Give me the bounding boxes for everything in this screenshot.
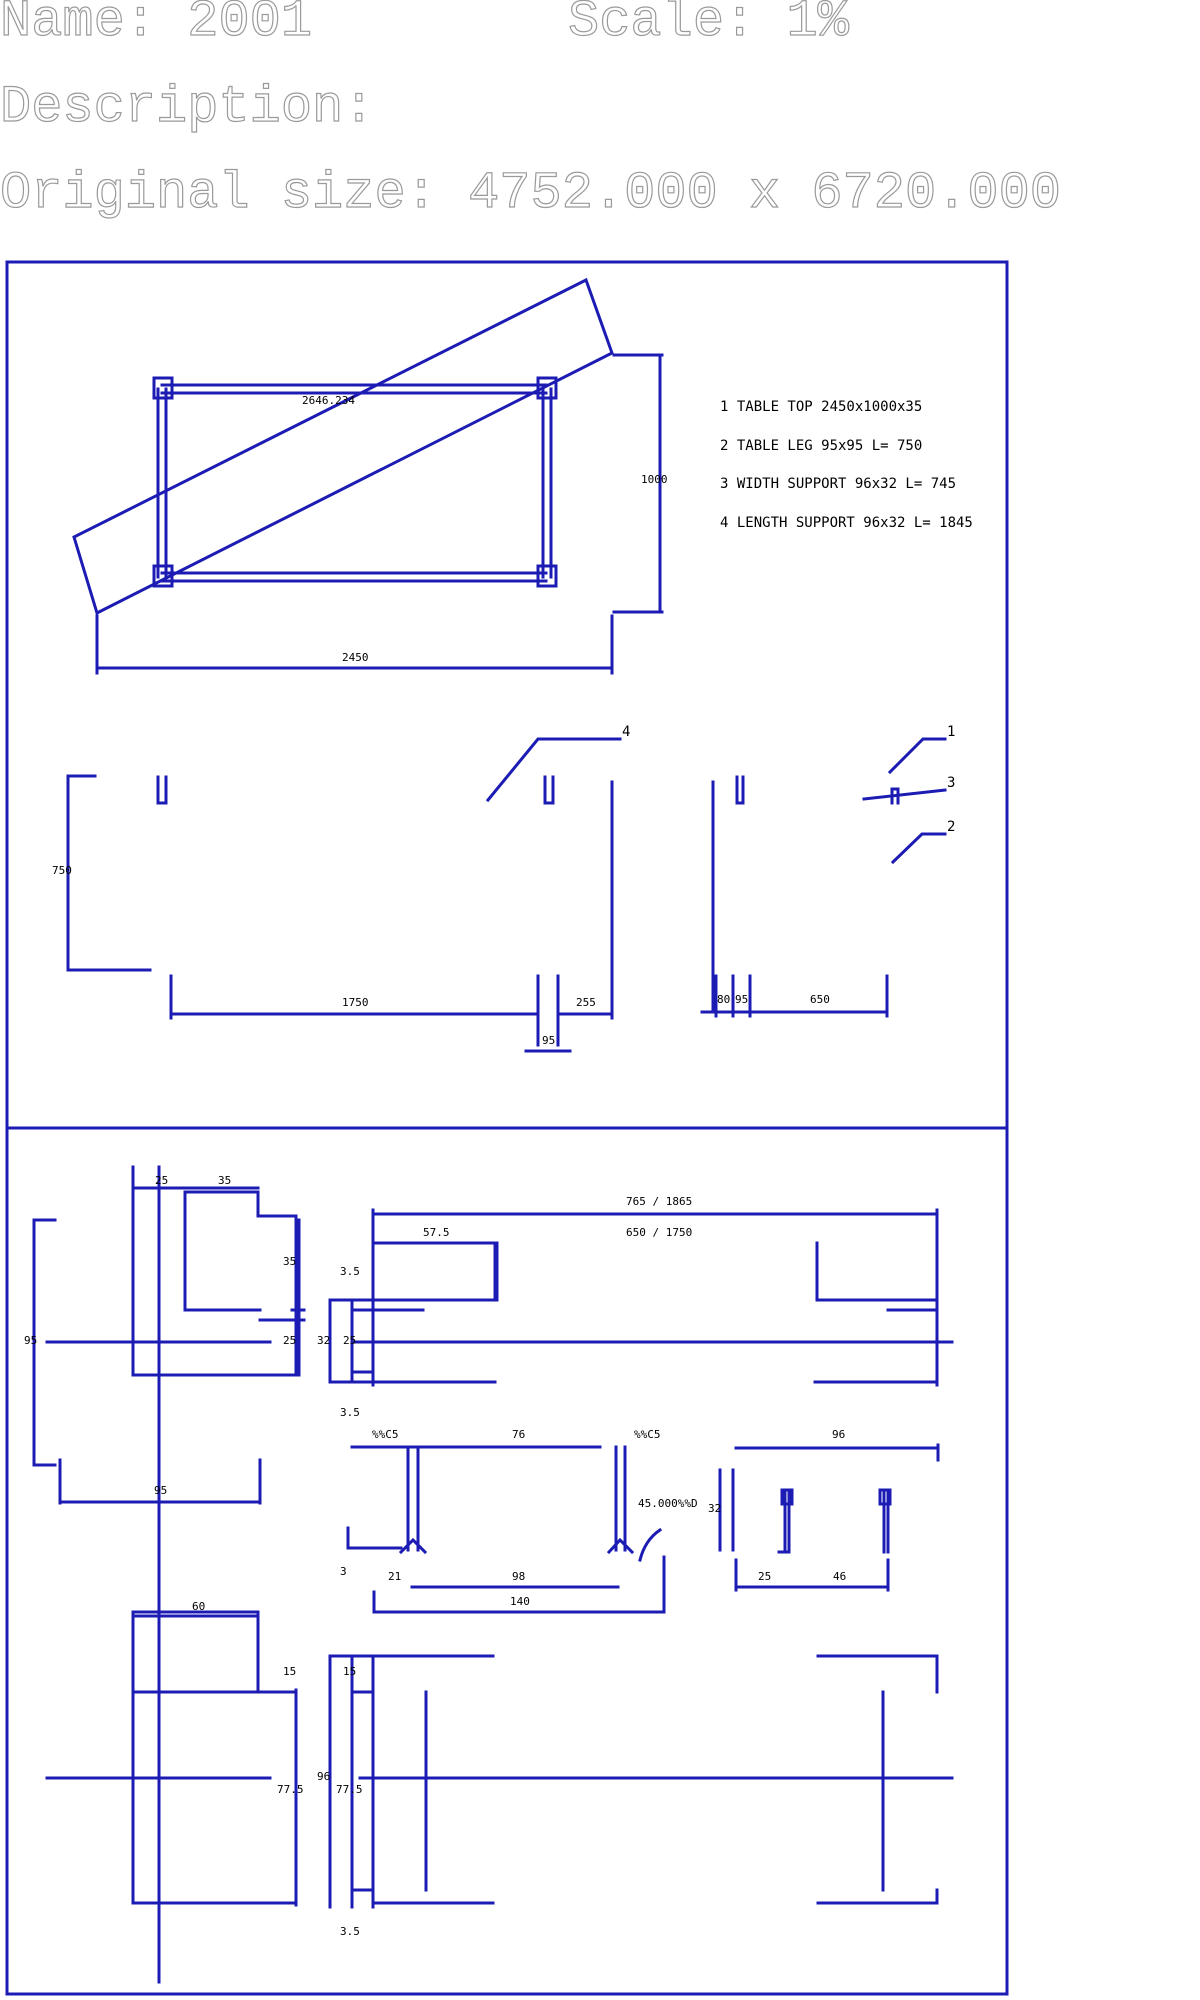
parts-list-item-2: 2 TABLE LEG 95x95 L= 750 <box>720 438 922 454</box>
dim-span-765-1865: 765 / 1865 <box>626 1195 692 1208</box>
dim-3-5-bottom: 3.5 <box>340 1406 360 1419</box>
callout-4: 4 <box>622 724 630 740</box>
dim-angle-45: 45.000%%D <box>638 1497 698 1510</box>
dim-35-top: 35 <box>218 1174 231 1187</box>
header-description: Description: <box>0 77 375 137</box>
parts-list-item-1: 1 TABLE TOP 2450x1000x35 <box>720 399 922 415</box>
header-original-size: Original size: 4752.000 x 6720.000 <box>0 163 1062 224</box>
dim-25-vertical: 25 <box>283 1334 296 1347</box>
dim-98: 98 <box>512 1570 525 1583</box>
dim-60: 60 <box>192 1600 205 1613</box>
dim-25-top: 25 <box>155 1174 168 1187</box>
dim-3-5-lower: 3.5 <box>340 1925 360 1938</box>
dim-25-section: 25 <box>758 1570 771 1583</box>
dim-3-5-top: 3.5 <box>340 1265 360 1278</box>
dim-95-vertical: 95 <box>24 1334 37 1347</box>
dim-77-5-left: 77.5 <box>277 1783 304 1796</box>
front-elevation <box>66 774 614 1053</box>
dim-height-750: 750 <box>52 864 72 877</box>
scale-value: 1% <box>786 0 850 52</box>
dim-width-2450: 2450 <box>342 651 369 664</box>
header-scale: Scale: 1% <box>567 0 850 52</box>
dim-96-vertical: 96 <box>317 1770 330 1783</box>
dim-span-650-1750: 650 / 1750 <box>626 1226 692 1239</box>
dim-1750: 1750 <box>342 996 369 1009</box>
parts-list-item-4: 4 LENGTH SUPPORT 96x32 L= 1845 <box>720 515 973 531</box>
dim-95-side: 95 <box>735 993 748 1006</box>
dim-25-support: 25 <box>343 1334 356 1347</box>
plan-view <box>72 277 614 616</box>
dim-c5-right: %%C5 <box>634 1428 661 1441</box>
support-section <box>718 1443 940 1592</box>
dim-80: 80 <box>717 993 730 1006</box>
dim-77-5-right: 77.5 <box>336 1783 363 1796</box>
dim-3: 3 <box>340 1565 347 1578</box>
dim-96: 96 <box>832 1428 845 1441</box>
dim-35-vertical: 35 <box>283 1255 296 1268</box>
dim-height-1000: 1000 <box>641 473 668 486</box>
name-value: 2001 <box>187 0 313 52</box>
dim-57-5: 57.5 <box>423 1226 450 1239</box>
leg-section-detail <box>32 1165 306 1984</box>
dim-32-section: 32 <box>708 1502 721 1515</box>
dim-95-bottom: 95 <box>154 1484 167 1497</box>
joint-detail <box>346 1445 666 1614</box>
original-size-value: 4752.000 x 6720.000 <box>467 163 1061 223</box>
lower-frame <box>5 1126 1009 1996</box>
name-label: Name: <box>0 0 157 52</box>
support-elevation <box>328 1208 954 1387</box>
callout-3: 3 <box>947 775 955 791</box>
dim-c5-left: %%C5 <box>372 1428 399 1441</box>
dim-15-left: 15 <box>283 1665 296 1678</box>
dim-650: 650 <box>810 993 830 1006</box>
header-name-line: Name: 2001 <box>0 0 313 52</box>
dim-76: 76 <box>512 1428 525 1441</box>
dim-95-front: 95 <box>542 1034 555 1047</box>
original-size-label: Original size: <box>0 163 437 223</box>
dim-140: 140 <box>510 1595 530 1608</box>
callout-1: 1 <box>947 724 955 740</box>
support-top-view <box>328 1654 954 1909</box>
scale-label: Scale: <box>567 0 756 52</box>
leg-section-detail-2 <box>45 1610 298 1984</box>
parts-list-item-3: 3 WIDTH SUPPORT 96x32 L= 745 <box>720 476 956 492</box>
dim-32: 32 <box>317 1334 330 1347</box>
dim-46: 46 <box>833 1570 846 1583</box>
dim-21: 21 <box>388 1570 401 1583</box>
callout-2: 2 <box>947 819 955 835</box>
dim-255: 255 <box>576 996 596 1009</box>
side-elevation <box>700 775 900 1018</box>
dim-diagonal: 2646.234 <box>302 394 355 407</box>
dim-15-right: 15 <box>343 1665 356 1678</box>
